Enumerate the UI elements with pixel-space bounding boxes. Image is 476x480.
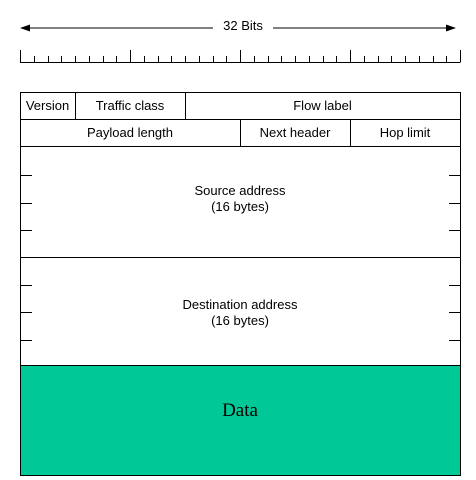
payload-length-field: Payload length: [86, 125, 173, 140]
next-header-field: Next header: [259, 125, 331, 140]
data-box: [20, 365, 461, 476]
source-address-size: (16 bytes): [211, 199, 269, 214]
source-address-label: Source address: [194, 183, 286, 198]
bit-ruler: [20, 50, 461, 63]
hop-limit-field: Hop limit: [379, 125, 431, 140]
header-frame: [20, 92, 461, 366]
traffic-class-field: Traffic class: [95, 98, 165, 113]
destination-address-size: (16 bytes): [211, 313, 269, 328]
address-ticks: [20, 175, 461, 341]
bits-label: 32 Bits: [213, 18, 273, 33]
data-label: Data: [222, 400, 258, 421]
version-field: Version: [25, 98, 70, 113]
destination-address-label: Destination address: [182, 297, 298, 312]
flow-label-field: Flow label: [293, 98, 352, 113]
